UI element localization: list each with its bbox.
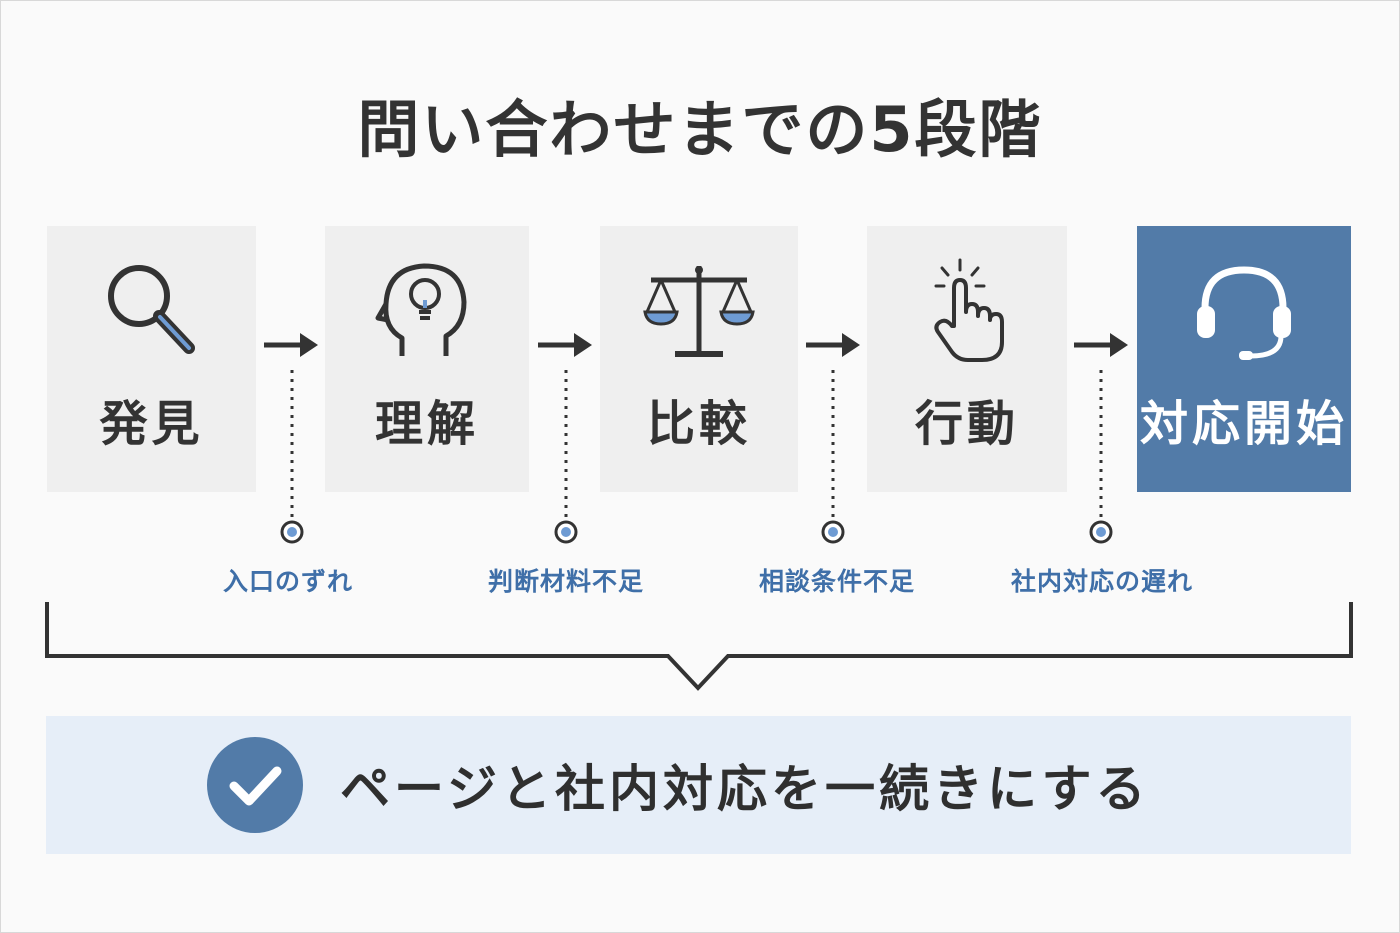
stage-understanding: 理解 (325, 226, 529, 492)
flow-arrow (538, 333, 592, 357)
balance-scale-icon (600, 256, 798, 366)
tap-hand-icon (867, 256, 1067, 366)
flow-arrow (264, 333, 318, 357)
stage-label: 比較 (646, 396, 751, 452)
head-lightbulb-icon (325, 256, 529, 366)
stage-label: 対応開始 (1139, 396, 1348, 452)
issue-connector (1089, 370, 1113, 544)
summary-bracket (45, 602, 1353, 691)
stage-response-start: 対応開始 (1137, 226, 1351, 492)
flow-arrow (806, 333, 860, 357)
issue-label-insufficient-info: 判断材料不足 (487, 567, 644, 596)
stage-action: 行動 (867, 226, 1067, 492)
issue-label-insufficient-conditions: 相談条件不足 (758, 567, 915, 596)
stage-label: 理解 (374, 396, 479, 452)
stage-comparison: 比較 (600, 226, 798, 492)
headset-icon (1137, 256, 1351, 366)
diagram-title: 問い合わせまでの5段階 (357, 93, 1043, 166)
issue-label-internal-delay: 社内対応の遅れ (1010, 567, 1193, 596)
stage-label: 発見 (99, 396, 204, 452)
search-icon (47, 256, 256, 366)
stage-discovery: 発見 (47, 226, 256, 492)
issue-connector (821, 370, 845, 544)
flow-arrow (1074, 333, 1128, 357)
check-icon (207, 737, 303, 833)
issue-label-entry-mismatch: 入口のずれ (222, 567, 353, 596)
stage-label: 行動 (914, 396, 1019, 452)
result-text: ページと社内対応を一続きにする (340, 760, 1150, 818)
issue-connector (280, 370, 304, 544)
issue-connector (554, 370, 578, 544)
